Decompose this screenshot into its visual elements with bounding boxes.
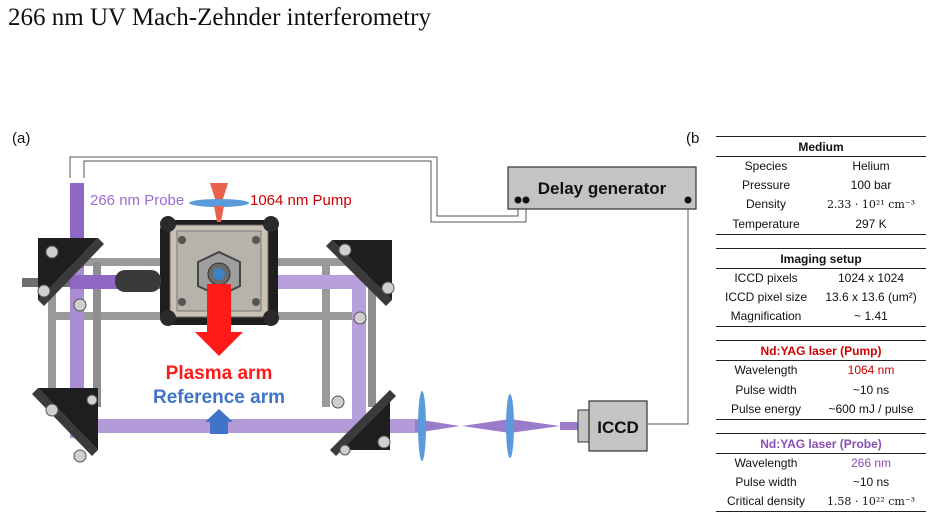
delay-generator-label: Delay generator: [538, 179, 667, 198]
mirror-mount-top-right: [326, 240, 395, 325]
mirror-mount-top-left: [37, 238, 104, 312]
iccd-camera: ICCD: [577, 400, 648, 452]
probe-beam-reference-arm: [70, 419, 415, 433]
pump-focusing-lens: [189, 199, 249, 207]
table-row: Pulse energy~600 mJ / pulse: [730, 401, 914, 416]
table-row: Pulse width~10 ns: [735, 382, 890, 397]
reference-arm-arrow: [205, 409, 233, 434]
page-title: 266 nm UV Mach-Zehnder interferometry: [8, 4, 432, 31]
table-header-imaging: Imaging setup: [716, 249, 926, 269]
table-row: Magnification~ 1.41: [730, 309, 888, 324]
gas-cell-chamber: [115, 216, 279, 326]
probe-label: 266 nm Probe: [90, 192, 184, 209]
interferometer-diagram: (a): [12, 130, 700, 463]
delay-generator-box: Delay generator: [507, 166, 697, 210]
pump-label: 1064 nm Pump: [250, 192, 352, 209]
pump-beam: [210, 183, 228, 202]
probe-beam-recombine: [352, 275, 366, 430]
mirror-mount-bottom-left: [32, 388, 98, 463]
plasma-arm-arrow: [195, 284, 243, 356]
panel-label-a: (a): [12, 130, 30, 147]
reference-arm-label: Reference arm: [153, 387, 285, 408]
trigger-wiring: [69, 156, 689, 425]
iccd-label: ICCD: [597, 418, 639, 437]
mirror-mount-bottom-right: [330, 390, 396, 456]
panel-label-b: (b): [686, 130, 700, 147]
imaging-lens-1: [418, 391, 426, 461]
plasma-arm-label: Plasma arm: [166, 363, 273, 384]
table-row: Pulse width~10 ns: [735, 475, 890, 490]
imaging-lens-2: [506, 394, 514, 458]
table-header-pump: Nd:YAG laser (Pump): [716, 341, 926, 362]
table-header-medium: Medium: [716, 137, 926, 157]
table-header-probe: Nd:YAG laser (Probe): [716, 434, 926, 454]
